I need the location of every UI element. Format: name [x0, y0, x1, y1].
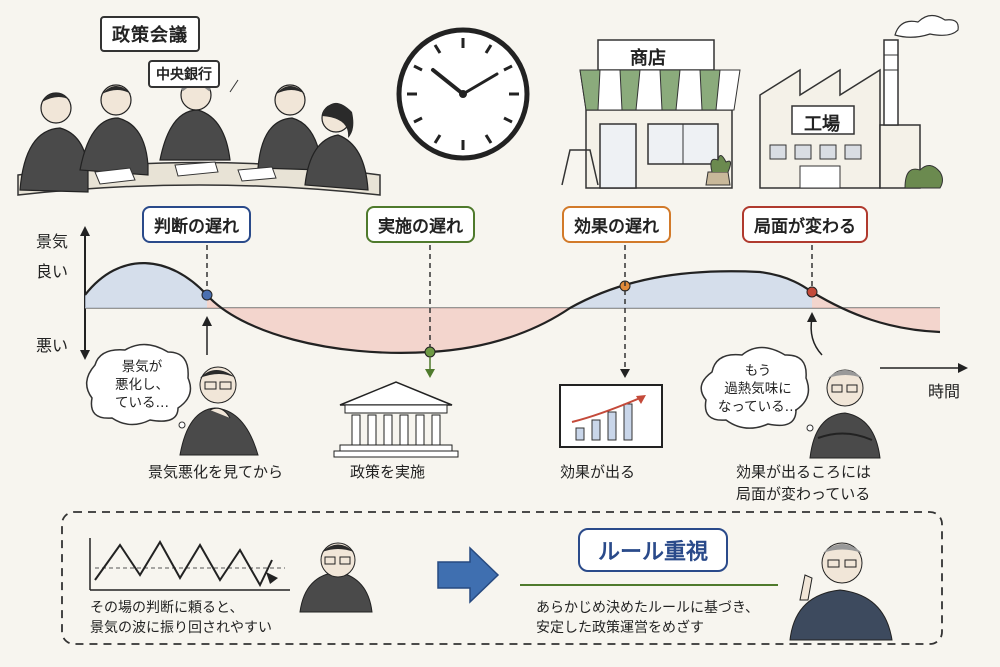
caption-phase-line1: 効果が出るころには [736, 463, 872, 481]
policy-meeting-label: 政策会議 [100, 16, 200, 52]
x-axis-label-time: 時間 [928, 382, 961, 401]
concerned-official-illustration [809, 369, 881, 459]
speech-bubble-left [86, 343, 192, 426]
factory-illustration [759, 14, 959, 189]
shop-sign: 商店 [630, 48, 666, 69]
caption-effect-appears: 効果が出る [560, 463, 636, 481]
clock-icon [396, 27, 530, 161]
y-axis-label-good: 良い [36, 262, 69, 281]
y-axis-label-bad: 悪い [36, 336, 69, 355]
right-bubble-text: もう 過熱気味に なっている… [717, 363, 799, 415]
central-bank-label: 中央銀行 [148, 60, 220, 88]
effect-lag-label: 効果の遅れ [562, 206, 671, 243]
rule-emphasis-label: ルール重視 [578, 528, 729, 572]
speech-bubble-right [700, 346, 810, 429]
central-bank-building-icon [333, 381, 459, 458]
rule-text-line1: あらかじめ決めたルールに基づき、 [536, 600, 760, 616]
judgment-lag-label: 判断の遅れ [142, 206, 251, 243]
rising-chart-board-icon [559, 384, 663, 448]
discretion-text-line2: 景気の波に振り回されやすい [90, 620, 272, 636]
phase-change-point [806, 286, 818, 298]
shop-illustration [561, 39, 741, 189]
factory-sign: 工場 [804, 114, 840, 135]
y-axis-label-economy: 景気 [36, 232, 69, 251]
thinking-official-illustration [299, 542, 373, 613]
worried-official-illustration [179, 366, 259, 456]
policy-meeting-illustration [17, 74, 381, 196]
implementation-point [424, 346, 436, 358]
volatile-zigzag-graph [89, 538, 290, 591]
left-bubble-text: 景気が 悪化し、 ている… [115, 359, 169, 411]
caption-phase-line2: 局面が変わっている [736, 485, 871, 503]
judgment-point [201, 289, 213, 301]
caption-implement-policy: 政策を実施 [350, 463, 426, 481]
business-cycle-chart [80, 226, 968, 378]
summary-panel [61, 511, 943, 645]
implementation-lag-label: 実施の遅れ [366, 206, 475, 243]
phase-change-label: 局面が変わる [742, 206, 868, 243]
rule-text-line2: 安定した政策運営をめざす [536, 620, 704, 636]
caption-see-worsening: 景気悪化を見てから [148, 463, 284, 481]
confident-official-illustration [789, 542, 893, 641]
right-arrow-icon [437, 546, 500, 604]
discretion-text-line1: その場の判断に頼ると、 [90, 600, 244, 616]
